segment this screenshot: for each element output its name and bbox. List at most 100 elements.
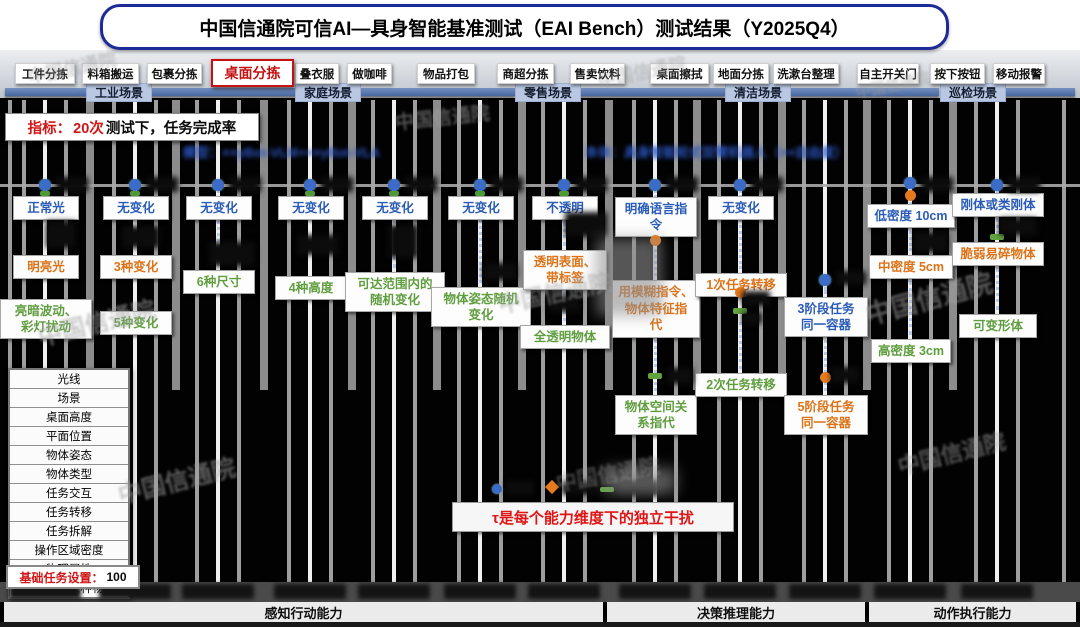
censored-value (836, 271, 866, 285)
censored-value (56, 177, 88, 192)
grid-line (287, 100, 291, 601)
bottom-edge (0, 622, 1080, 627)
tab-1[interactable]: 工件分拣 (15, 63, 75, 84)
tab-11[interactable]: 地面分拣 (713, 63, 769, 84)
variation-box: 无变化 (186, 196, 252, 220)
dimension-row: 光线 (10, 370, 128, 389)
leaf-icon (559, 191, 569, 196)
metric-suffix: 测试下，任务完成率 (105, 120, 237, 137)
tab-13[interactable]: 自主开关门 (857, 63, 919, 84)
tab-9[interactable]: 售卖饮料 (570, 63, 625, 84)
dimension-row: 任务转移 (10, 503, 128, 522)
variation-box: 无变化 (448, 196, 514, 220)
dimension-row: 操作区域密度 (10, 541, 128, 560)
metric-count: 20次 (73, 120, 104, 137)
censored-value (483, 263, 517, 280)
grid-line (583, 100, 587, 601)
scene-group-label-5: 巡检场景 (940, 83, 1006, 102)
grid-line (237, 100, 241, 601)
robot-note-blurred: 本体：具身智能轮式双臂机器人（××自由度） (585, 145, 848, 160)
page-title: 中国信通院可信AI—具身智能基准测试（EAI Bench）测试结果（Y2025Q… (100, 4, 949, 50)
censored-value (491, 177, 523, 192)
censored-value (46, 221, 76, 248)
censored-value (229, 177, 261, 192)
tab-7[interactable]: 物品打包 (417, 63, 475, 84)
track-node-blue (474, 179, 486, 191)
variation-box: 物体空间关 系指代 (615, 395, 697, 435)
track-line (43, 100, 47, 601)
grid-line (778, 100, 786, 390)
tab-2[interactable]: 料箱搬运 (82, 63, 139, 84)
track-node-blue (819, 274, 831, 286)
variation-box: 3阶段任务 同一容器 (784, 297, 868, 337)
variation-box: 明确语言指 令 (615, 197, 697, 237)
grid-line (1062, 100, 1066, 601)
dimension-row: 平面位置 (10, 427, 128, 446)
censored-value (146, 177, 178, 192)
scene-group-label-3: 零售场景 (515, 83, 581, 102)
censored-value (999, 218, 1037, 235)
grid-line (717, 100, 721, 601)
leaf-icon (389, 191, 399, 196)
tab-6[interactable]: 做咖啡 (347, 63, 392, 84)
tab-12[interactable]: 洗漱台整理 (773, 63, 839, 84)
variation-box: 亮暗波动、 彩灯扰动 (0, 299, 92, 339)
dotted-connector (739, 190, 742, 269)
grid-line (154, 100, 158, 601)
footer-section-3: 动作执行能力 (869, 602, 1076, 622)
variation-box: 6种尺寸 (183, 270, 255, 294)
dotted-connector (479, 190, 482, 283)
variation-box: 无变化 (103, 196, 169, 220)
grid-line (22, 100, 26, 601)
track-node-blue (304, 179, 316, 191)
censored-axis-label (619, 584, 691, 599)
variation-box: 高密度 3cm (871, 339, 951, 363)
dotted-connector (824, 287, 827, 293)
censored-value (742, 312, 762, 324)
tab-10[interactable]: 桌面擦拭 (650, 63, 709, 84)
leaf-icon (40, 191, 50, 196)
censored-value (565, 212, 607, 237)
track-node-blue (39, 179, 51, 191)
grid-line (413, 100, 417, 601)
censored-value (667, 368, 693, 384)
tab-15[interactable]: 移动报警 (993, 63, 1045, 84)
variation-box: 5种变化 (100, 311, 172, 335)
tab-5[interactable]: 叠衣服 (295, 63, 339, 84)
legend-label-censored (506, 481, 534, 495)
variation-box: 无变化 (708, 196, 774, 220)
grid-line (433, 100, 441, 390)
grid-line (499, 100, 503, 601)
grid-line (693, 100, 701, 390)
grid-line (195, 100, 199, 601)
censored-value (548, 294, 580, 312)
tab-8[interactable]: 商超分拣 (497, 63, 554, 84)
grid-line (64, 100, 68, 601)
leaf-icon (475, 191, 485, 196)
dimension-row: 桌面高度 (10, 408, 128, 427)
censored-value (122, 226, 160, 248)
baseline-line (0, 184, 1080, 187)
censored-value (914, 232, 948, 252)
track-node-orange (820, 372, 831, 383)
grid-line (371, 100, 375, 601)
grid-line (329, 100, 333, 601)
dotted-connector (824, 340, 827, 391)
track-node-blue (904, 177, 916, 189)
grid-line (541, 100, 545, 601)
track-node-blue (388, 179, 400, 191)
censored-value (297, 235, 339, 255)
tau-note: τ是每个能力维度下的独立干扰 (452, 502, 734, 532)
track-line (392, 100, 396, 601)
censored-value (575, 177, 607, 192)
track-line (216, 100, 220, 601)
variation-box: 4种高度 (275, 276, 347, 300)
censored-value (666, 177, 698, 192)
tab-14[interactable]: 按下按钮 (930, 63, 985, 84)
dimension-row: 任务拆解 (10, 522, 128, 541)
tab-active-4[interactable]: 桌面分拣 (211, 59, 294, 87)
grid-line (457, 100, 461, 601)
scene-group-label-4: 清洁场景 (725, 83, 791, 102)
tab-3[interactable]: 包裹分拣 (147, 63, 202, 84)
